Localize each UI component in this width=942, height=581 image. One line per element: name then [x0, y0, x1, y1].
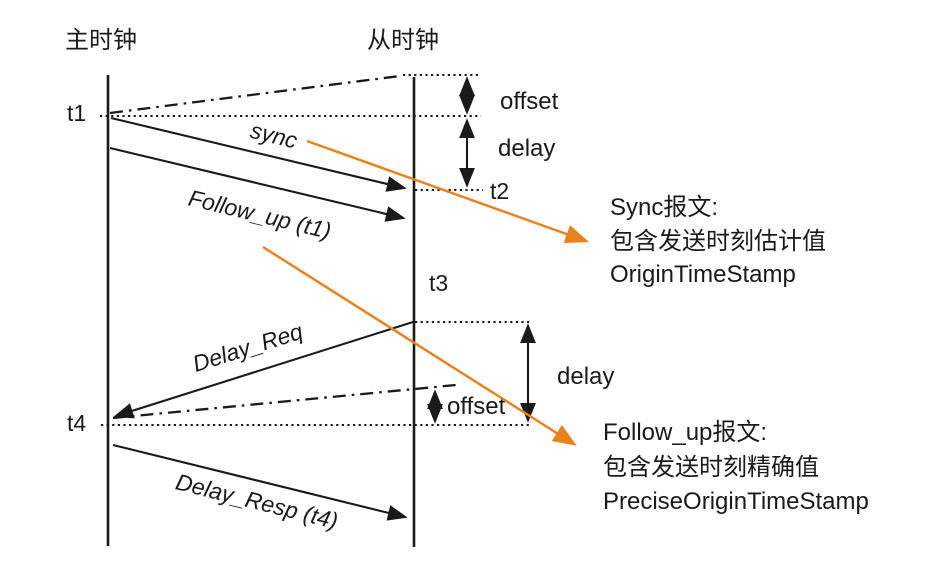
- follow-up-arrow: [109, 146, 406, 222]
- follow-up-note: Follow_up报文: 包含发送时刻精确值 PreciseOriginTime…: [603, 419, 869, 515]
- follow-up-note-line3: PreciseOriginTimeStamp: [603, 488, 869, 515]
- follow-up-note-line2: 包含发送时刻精确值: [603, 454, 819, 481]
- follow-up-note-pointer-arrow: [262, 245, 577, 446]
- sync-note: Sync报文: 包含发送时刻估计值 OriginTimeStamp: [610, 194, 826, 288]
- clock-skew-dashdot-bottom: [112, 383, 457, 420]
- t2-label: t2: [490, 178, 509, 204]
- delay-req-arrow: [113, 320, 414, 419]
- follow-up-note-title: Follow_up报文:: [603, 419, 767, 446]
- t3-label: t3: [429, 270, 448, 296]
- slave-clock-title: 从时钟: [367, 27, 439, 54]
- clock-skew-dashdot-top: [109, 74, 401, 115]
- sync-arrow: [110, 116, 407, 192]
- follow-up-label: Follow_up (t1): [186, 185, 334, 244]
- t4-label: t4: [67, 410, 86, 436]
- delay-req-label: Delay_Req: [189, 318, 306, 377]
- delay-resp-label: Delay_Resp (t4): [173, 469, 341, 534]
- sync-label: sync: [248, 117, 301, 154]
- offset-top-label: offset: [500, 88, 559, 115]
- sync-note-line3: OriginTimeStamp: [610, 261, 796, 288]
- master-clock-title: 主时钟: [65, 27, 137, 54]
- sync-note-pointer-arrow: [306, 139, 590, 244]
- delay-top-label: delay: [498, 135, 555, 162]
- offset-bottom-label: offset: [447, 393, 506, 420]
- delay-resp-arrow: [112, 443, 408, 521]
- sync-note-line2: 包含发送时刻估计值: [610, 228, 826, 255]
- sync-note-title: Sync报文:: [610, 194, 718, 221]
- delay-bottom-label: delay: [557, 363, 614, 390]
- t1-label: t1: [67, 100, 86, 126]
